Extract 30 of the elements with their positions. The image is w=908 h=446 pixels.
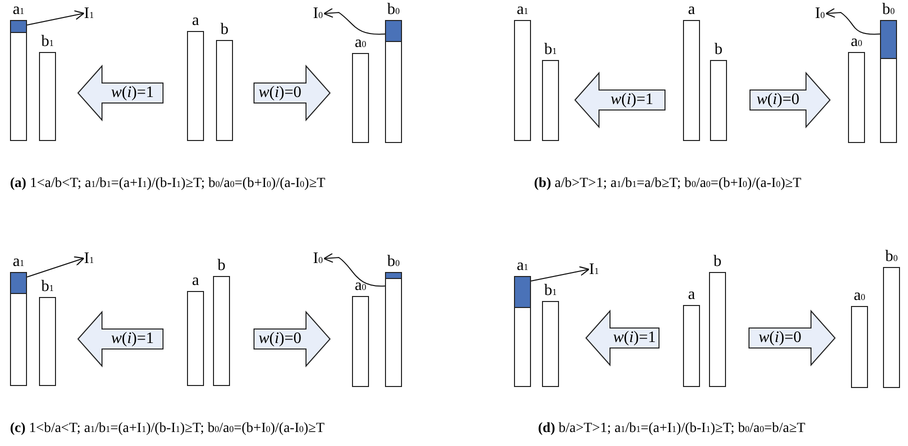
bar-label: b [220, 21, 230, 39]
edge-label: w(i)=0 [258, 83, 302, 103]
bar-label: a [686, 1, 696, 19]
bar-label: b [714, 41, 724, 59]
edge-label: w(i)=0 [758, 328, 802, 348]
bar-label: a [190, 12, 200, 30]
leader-arrow [323, 8, 386, 35]
bar-label: a [190, 272, 200, 290]
leader-arrow [26, 256, 84, 278]
bar-label: b [712, 253, 722, 271]
block-arrow [254, 310, 331, 368]
edge-label: w(i)=0 [756, 90, 800, 110]
block-arrow [574, 72, 666, 128]
edge-label: w(i)=0 [258, 329, 302, 349]
edge-label: w(i)=1 [110, 329, 155, 349]
bar-label: a [686, 286, 696, 304]
block-arrow [77, 310, 164, 368]
block-arrow [750, 72, 831, 128]
edge-label: w(i)=1 [110, 83, 155, 103]
leader-arrow [26, 10, 84, 26]
edge-label: w(i)=1 [610, 90, 654, 110]
block-arrow [585, 310, 660, 366]
bar-label: b [216, 257, 226, 275]
leader-arrow [530, 266, 590, 282]
block-arrow [254, 64, 331, 122]
leader-arrow [825, 8, 880, 35]
block-arrow [748, 310, 836, 366]
block-arrow [77, 64, 164, 122]
leader-arrow [323, 252, 386, 287]
edge-label: w(i)=1 [612, 328, 657, 348]
